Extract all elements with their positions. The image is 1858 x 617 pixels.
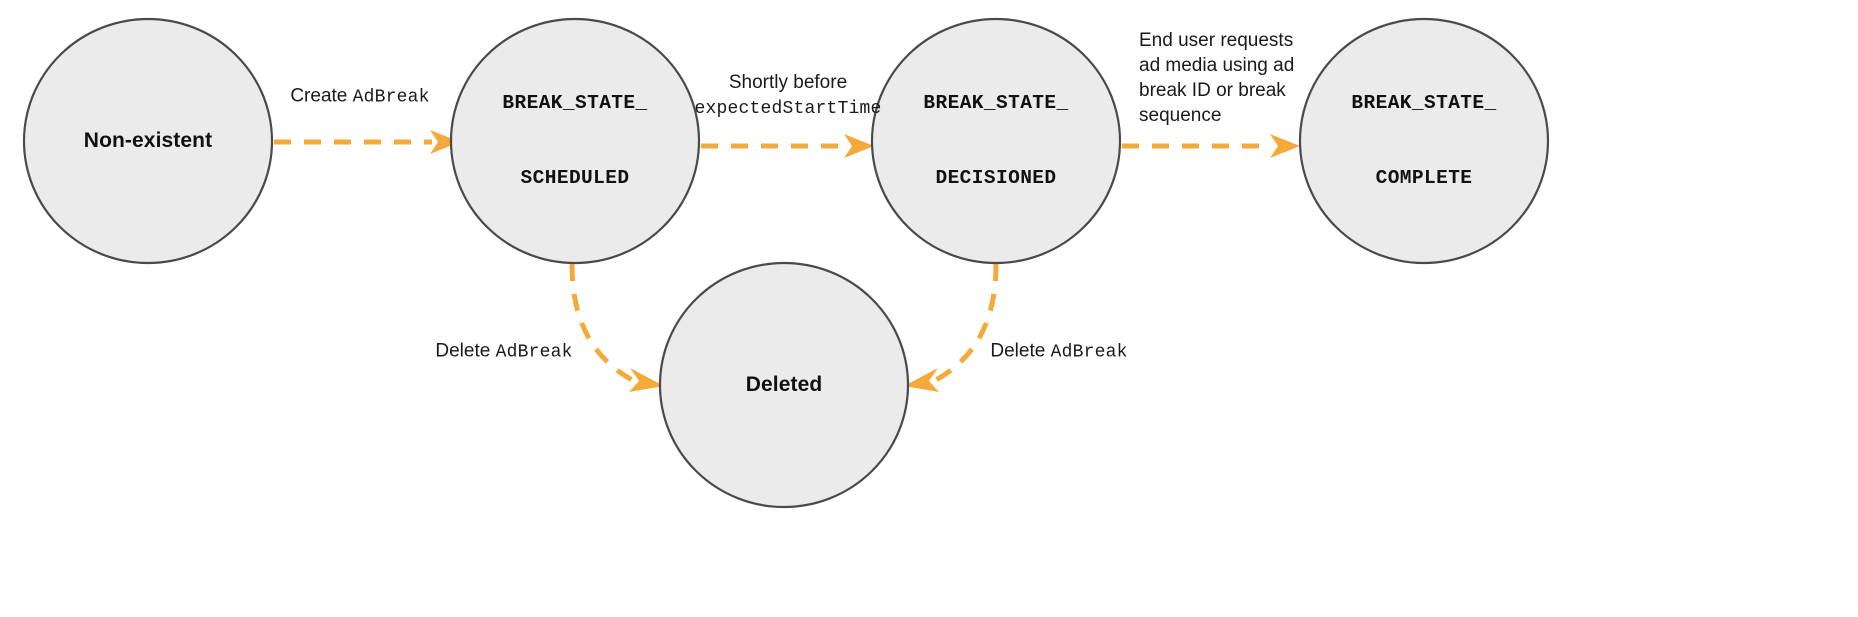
- edge-label-delete-from-scheduled: Delete AdBreak: [435, 339, 572, 366]
- edge-delete-from-scheduled-arrowhead: [629, 368, 664, 392]
- edge-shortly-before-arrowhead: [844, 134, 874, 158]
- edge-delete-from-scheduled-line: [569, 263, 634, 383]
- code-token: AdBreak: [1050, 342, 1128, 363]
- edge-label-line: break ID or break: [1139, 78, 1294, 103]
- edge-label-line: Create AdBreak: [290, 84, 429, 111]
- label-text: End user requests: [1139, 29, 1294, 51]
- edge-label-line: Delete AdBreak: [435, 339, 572, 366]
- edge-delete-from-scheduled: [569, 263, 664, 392]
- label-text: sequence: [1139, 105, 1222, 127]
- edge-delete-from-decisioned-line: [934, 263, 999, 383]
- label-text: break ID or break: [1139, 80, 1286, 101]
- node-break-state-scheduled[interactable]: [449, 17, 701, 265]
- edge-create-adbreak-arrowhead: [430, 130, 460, 154]
- edge-label-shortly-before: Shortly before expectedStartTime: [694, 70, 881, 122]
- node-deleted[interactable]: [658, 261, 910, 509]
- edge-delete-from-decisioned-arrowhead: [904, 368, 939, 392]
- edge-label-line: ad media using ad: [1139, 53, 1294, 78]
- edge-label-line: expectedStartTime: [694, 95, 881, 122]
- code-token: AdBreak: [495, 342, 573, 363]
- edge-label-line: sequence: [1139, 103, 1294, 128]
- node-non-existent[interactable]: [22, 17, 274, 265]
- code-token: AdBreak: [352, 87, 430, 108]
- label-text: Delete: [990, 340, 1051, 362]
- edge-shortly-before: [701, 134, 874, 158]
- edge-label-end-user-requests: End user requests ad media using ad break …: [1139, 28, 1294, 128]
- code-token: expectedStartTime: [694, 99, 882, 120]
- edge-label-line: Delete AdBreak: [990, 339, 1127, 366]
- edge-end-user-requests-arrowhead: [1270, 134, 1300, 158]
- label-text: ad media using ad: [1139, 54, 1295, 76]
- edge-delete-from-decisioned: [904, 263, 999, 392]
- edge-end-user-requests: [1122, 134, 1300, 158]
- node-break-state-decisioned[interactable]: [870, 17, 1122, 265]
- edge-label-line: Shortly before: [694, 70, 881, 95]
- edge-create-adbreak: [274, 130, 460, 154]
- edge-label-delete-from-decisioned: Delete AdBreak: [990, 339, 1127, 366]
- edge-label-create-adbreak: Create AdBreak: [290, 84, 429, 111]
- label-text: Create: [290, 85, 353, 107]
- edge-label-line: End user requests: [1139, 28, 1294, 53]
- node-break-state-complete[interactable]: [1298, 17, 1550, 265]
- label-text: Shortly before: [728, 72, 848, 94]
- label-text: Delete: [435, 340, 496, 362]
